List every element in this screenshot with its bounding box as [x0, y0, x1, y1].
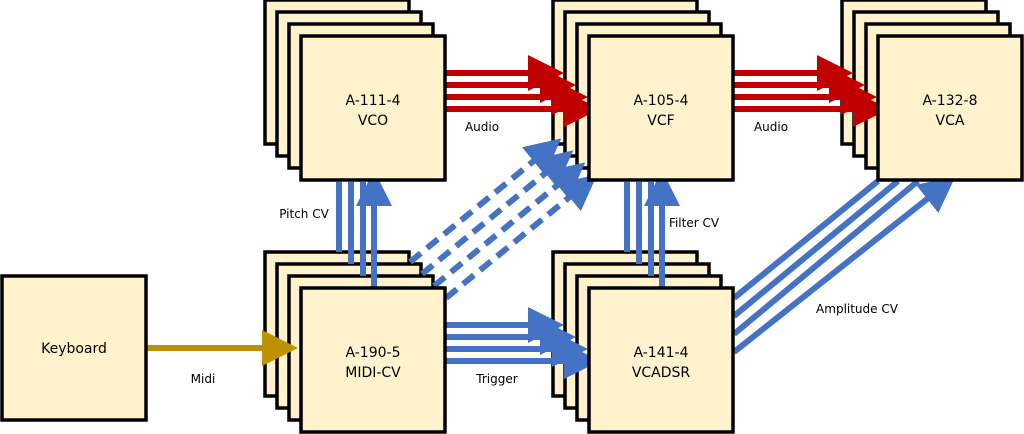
module-vco-model: A-111-4: [345, 93, 400, 109]
module-midicv-model: A-190-5: [345, 345, 400, 361]
module-vcadsr-model: A-141-4: [633, 345, 688, 361]
connection-amp-cable: [732, 178, 880, 301]
module-vca-box: [876, 34, 1024, 182]
connection-audio2: [734, 55, 889, 127]
connection-pitch: [336, 170, 392, 288]
connection-dashed-cable: [444, 174, 598, 301]
module-midicv-box: [299, 286, 447, 434]
connection-amp: [732, 176, 956, 355]
module-vcf-model: A-105-4: [633, 93, 688, 109]
connection-midi-label: Midi: [191, 372, 216, 386]
module-vco-name: VCO: [358, 113, 388, 129]
module-vcadsr-box: [587, 286, 735, 434]
module-keyboard: Keyboard: [0, 274, 148, 422]
module-midicv-name: MIDI-CV: [345, 365, 401, 381]
module-vcadsr-name: VCADSR: [632, 365, 691, 381]
connection-audio1-label: Audio: [465, 120, 499, 134]
module-keyboard-box: [0, 274, 148, 422]
connection-audio2-label: Audio: [754, 120, 788, 134]
connection-dashed: [408, 138, 598, 301]
connection-pitch-label: Pitch CV: [279, 207, 329, 221]
module-vca-name: VCA: [936, 113, 965, 129]
connection-dashed-cable: [420, 150, 574, 277]
module-vca-model: A-132-8: [922, 93, 977, 109]
connection-trigger: [446, 307, 600, 379]
connection-amp-cable: [732, 178, 920, 337]
connection-dashed-cable: [408, 138, 562, 265]
connection-dashed-cable: [432, 162, 586, 289]
connection-filter-label: Filter CV: [669, 216, 720, 230]
connection-trigger-label: Trigger: [475, 372, 517, 386]
module-keyboard-name: Keyboard: [41, 341, 107, 357]
module-vcf-name: VCF: [647, 113, 674, 129]
module-vcf-box: [587, 34, 735, 182]
connection-amp-cable: [732, 178, 900, 319]
connection-audio1: [446, 55, 600, 127]
connection-amp-label: Amplitude CV: [816, 302, 899, 316]
connection-amp-cable: [732, 176, 956, 355]
connection-filter: [624, 170, 680, 288]
module-vco-box: [299, 34, 447, 182]
